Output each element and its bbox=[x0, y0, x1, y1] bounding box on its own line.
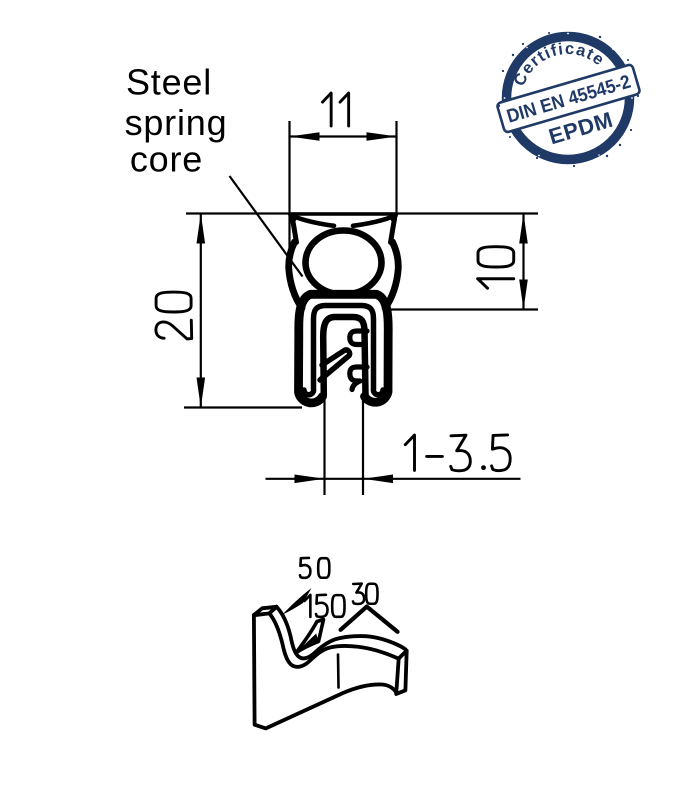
svg-text:spring: spring bbox=[125, 102, 228, 143]
svg-text:Steel: Steel bbox=[126, 62, 212, 103]
svg-text:core: core bbox=[130, 139, 203, 180]
